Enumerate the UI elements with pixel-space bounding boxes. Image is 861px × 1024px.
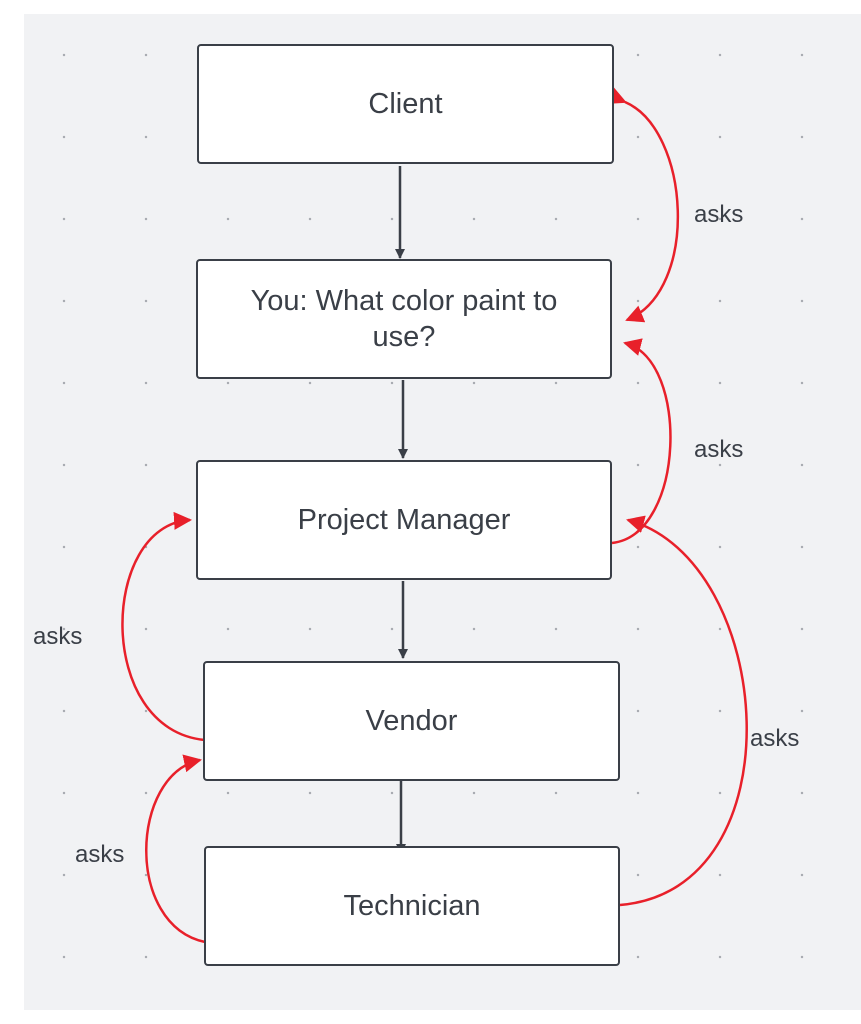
node-technician[interactable]: Technician: [204, 846, 620, 966]
asks-arrow-pm-you: [611, 338, 672, 545]
edge-label-pm-asks-you: asks: [694, 436, 744, 463]
node-you-question[interactable]: You: What color paint to use?: [196, 259, 612, 379]
asks-arrow-technician-vendor: [145, 754, 206, 944]
node-project-manager[interactable]: Project Manager: [196, 460, 612, 580]
edge-label-technician-asks-vendor: asks: [75, 841, 125, 868]
asks-arrow-you-client: [606, 87, 679, 323]
node-client[interactable]: Client: [197, 44, 614, 164]
asks-arrow-technician-pm: [619, 515, 748, 907]
node-vendor[interactable]: Vendor: [203, 661, 620, 781]
edge-label-technician-asks-pm: asks: [750, 725, 800, 752]
edge-label-you-asks-client: asks: [694, 201, 744, 228]
asks-arrow-vendor-pm: [121, 511, 206, 742]
edge-label-vendor-asks-pm: asks: [33, 623, 83, 650]
